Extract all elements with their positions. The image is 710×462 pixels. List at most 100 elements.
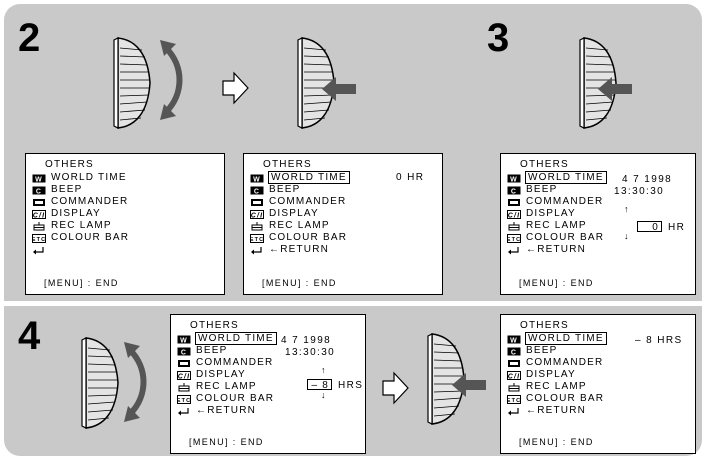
menu-item-world-time: W WORLD TIME	[507, 332, 607, 345]
press-arrow-icon	[598, 77, 632, 101]
svg-text:ETC: ETC	[250, 237, 265, 243]
display-icon: C/I	[177, 370, 191, 380]
colour-bar-icon: ETC	[177, 394, 191, 404]
offset-value: 0 HR	[396, 172, 425, 183]
up-arrow-icon: ↑	[321, 365, 327, 375]
world-time-icon: W	[507, 174, 521, 183]
menu-item-return: ←RETURN	[250, 244, 349, 256]
time-readout: 13:30:30	[614, 186, 665, 197]
step-number-3: 3	[487, 16, 510, 60]
display-icon: C/I	[507, 370, 521, 380]
up-arrow-icon: ↑	[624, 204, 630, 214]
svg-text:C/I: C/I	[33, 212, 46, 219]
svg-text:C/I: C/I	[508, 373, 521, 380]
beep-icon: C	[507, 186, 521, 195]
world-time-icon: W	[177, 335, 191, 344]
menu-item-rec-lamp: REC LAMP	[507, 381, 606, 393]
svg-text:C/I: C/I	[251, 212, 264, 219]
svg-text:C/I: C/I	[178, 373, 191, 380]
world-time-icon: W	[507, 335, 521, 344]
offset-unit: HR	[668, 222, 686, 233]
menu-item-return: ←RETURN	[507, 244, 606, 256]
svg-text:W: W	[35, 176, 43, 183]
rec-lamp-icon	[177, 382, 191, 392]
panel-divider	[4, 301, 702, 306]
menu-item-commander: COMMANDER	[507, 196, 606, 208]
display-icon: C/I	[250, 209, 264, 219]
commander-icon	[32, 198, 46, 207]
down-arrow-icon: ↓	[624, 231, 630, 241]
menu-item-return	[32, 244, 129, 256]
svg-text:W: W	[180, 337, 188, 344]
return-icon	[177, 407, 191, 416]
menu-item-rec-lamp: REC LAMP	[507, 220, 606, 232]
menu-title: OTHERS	[190, 320, 239, 331]
menu-item-commander: COMMANDER	[507, 357, 606, 369]
menu-item-commander: COMMANDER	[32, 196, 129, 208]
svg-text:W: W	[253, 176, 261, 183]
beep-icon: C	[32, 186, 46, 195]
control-dial-icon	[297, 37, 335, 129]
beep-icon: C	[177, 347, 191, 356]
colour-bar-icon: ETC	[507, 394, 521, 404]
commander-icon	[250, 198, 264, 207]
next-arrow-icon	[382, 371, 409, 405]
menu-item-return: ←RETURN	[507, 405, 606, 417]
rotate-arrow-icon	[124, 342, 147, 422]
offset-value: – 8 HRS	[635, 335, 683, 346]
svg-text:ETC: ETC	[32, 237, 47, 243]
offset-input: 0	[637, 221, 662, 233]
menu-end-hint: [MENU] : END	[189, 437, 264, 447]
selected-item-highlight: WORLD TIME	[525, 332, 607, 345]
down-arrow-icon: ↓	[321, 390, 327, 400]
step-number-2: 2	[18, 16, 41, 60]
selected-item-highlight: WORLD TIME	[525, 171, 607, 184]
menu-title: OTHERS	[45, 159, 94, 170]
selected-item-highlight: WORLD TIME	[195, 332, 277, 345]
beep-icon: C	[507, 347, 521, 356]
press-arrow-icon	[452, 373, 486, 397]
svg-text:C: C	[511, 349, 517, 356]
world-time-icon: W	[32, 174, 46, 183]
svg-text:ETC: ETC	[507, 237, 522, 243]
menu-title: OTHERS	[520, 159, 569, 170]
commander-icon	[177, 359, 191, 368]
menu-end-hint: [MENU] : END	[44, 278, 119, 288]
selected-item-highlight: WORLD TIME	[268, 171, 350, 184]
menu-title: OTHERS	[263, 159, 312, 170]
menu-end-hint: [MENU] : END	[519, 278, 594, 288]
return-icon	[32, 246, 46, 255]
colour-bar-icon: ETC	[250, 233, 265, 243]
press-arrow-icon	[322, 77, 356, 101]
menu-item-world-time: W WORLD TIME	[507, 171, 607, 184]
colour-bar-icon: ETC	[32, 233, 47, 243]
beep-icon: C	[250, 186, 264, 195]
return-icon	[507, 246, 521, 255]
menu-item-rec-lamp: REC LAMP	[32, 220, 129, 232]
rec-lamp-icon	[507, 221, 521, 231]
menu-item-world-time: W WORLD TIME	[177, 332, 277, 345]
svg-text:C: C	[181, 349, 187, 356]
svg-text:C/I: C/I	[508, 212, 521, 219]
world-time-icon: W	[250, 174, 264, 183]
control-dial-icon	[579, 37, 617, 129]
rec-lamp-icon	[32, 221, 46, 231]
